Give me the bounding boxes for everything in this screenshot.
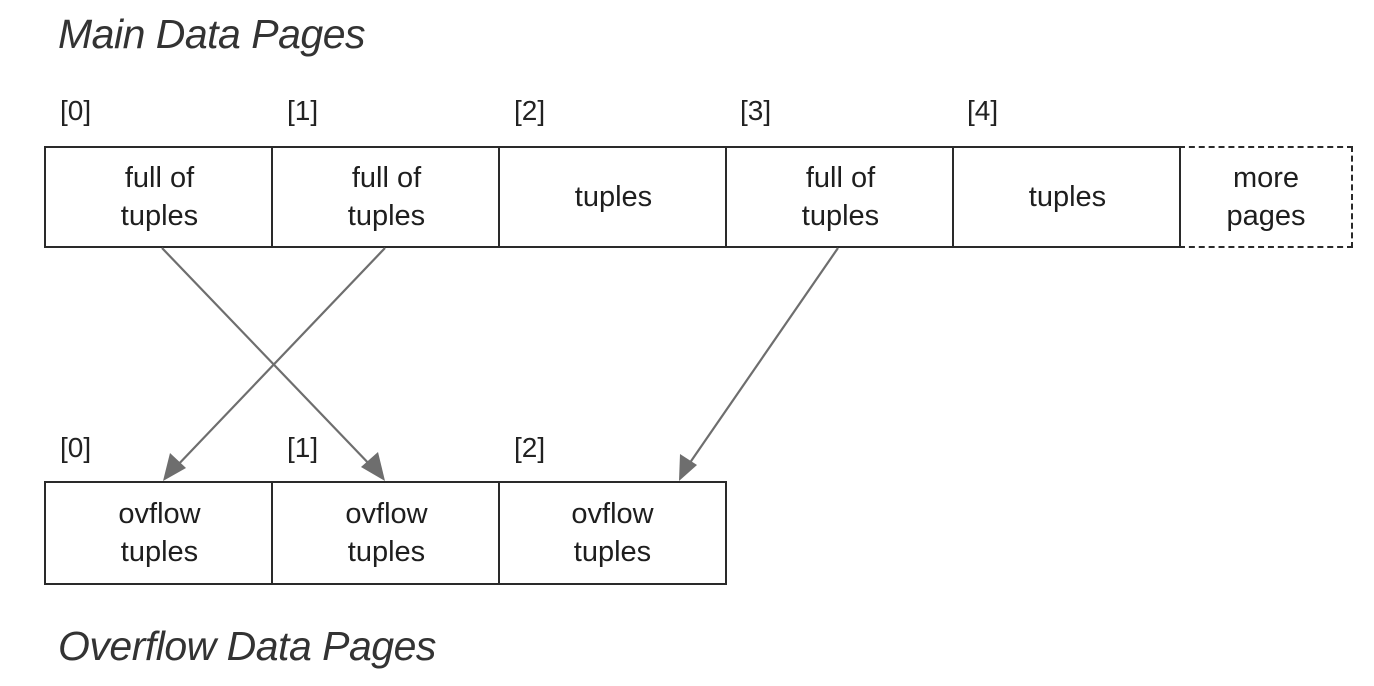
arrowhead-main-3-to-overflow-2 <box>679 454 697 481</box>
arrow-main-1-to-overflow-0 <box>173 247 386 470</box>
overflow-page-index-0: [0] <box>60 432 92 463</box>
main-page-0-label-line1: full of <box>124 162 195 194</box>
main-page-4: tuples <box>952 146 1181 248</box>
overflow-page-2: ovflow tuples <box>498 481 727 585</box>
main-page-2-label-line1: tuples <box>574 181 653 213</box>
main-page-1-label-line1: full of <box>351 162 422 194</box>
overflow-page-2-label-line2: tuples <box>573 536 652 568</box>
overflow-page-1-label-line1: ovflow <box>345 498 428 530</box>
overflow-data-pages-title: Overflow Data Pages <box>58 623 436 669</box>
main-page-index-1: [1] <box>287 95 319 126</box>
arrowhead-main-0-to-overflow-1 <box>361 452 385 481</box>
more-pages-label-line2: pages <box>1226 200 1306 232</box>
overflow-page-1: ovflow tuples <box>271 481 500 585</box>
main-page-index-4: [4] <box>967 95 999 126</box>
overflow-page-2-label-line1: ovflow <box>571 498 654 530</box>
overflow-page-index-1: [1] <box>287 432 319 463</box>
main-page-2: tuples <box>498 146 727 248</box>
more-pages-label-line1: more <box>1232 162 1300 194</box>
main-page-index-0: [0] <box>60 95 92 126</box>
overflow-page-0-label-line1: ovflow <box>118 498 201 530</box>
main-page-4-label-line1: tuples <box>1028 181 1107 213</box>
more-pages-placeholder: more pages <box>1179 146 1353 248</box>
main-page-index-2: [2] <box>514 95 546 126</box>
main-page-1-label-line2: tuples <box>347 200 426 232</box>
main-page-1: full of tuples <box>271 146 500 248</box>
main-page-0: full of tuples <box>44 146 273 248</box>
overflow-page-1-label-line2: tuples <box>347 536 426 568</box>
arrow-main-0-to-overflow-1 <box>161 247 375 470</box>
main-page-index-3: [3] <box>740 95 772 126</box>
overflow-page-index-2: [2] <box>514 432 546 463</box>
overflow-page-0: ovflow tuples <box>44 481 273 585</box>
main-data-pages-title: Main Data Pages <box>58 11 366 57</box>
main-page-0-label-line2: tuples <box>120 200 199 232</box>
overflow-page-0-label-line2: tuples <box>120 536 199 568</box>
main-page-3: full of tuples <box>725 146 954 248</box>
arrow-main-3-to-overflow-2 <box>686 247 839 468</box>
main-page-3-label-line2: tuples <box>801 200 880 232</box>
main-page-3-label-line1: full of <box>805 162 876 194</box>
arrowhead-main-1-to-overflow-0 <box>163 453 186 481</box>
